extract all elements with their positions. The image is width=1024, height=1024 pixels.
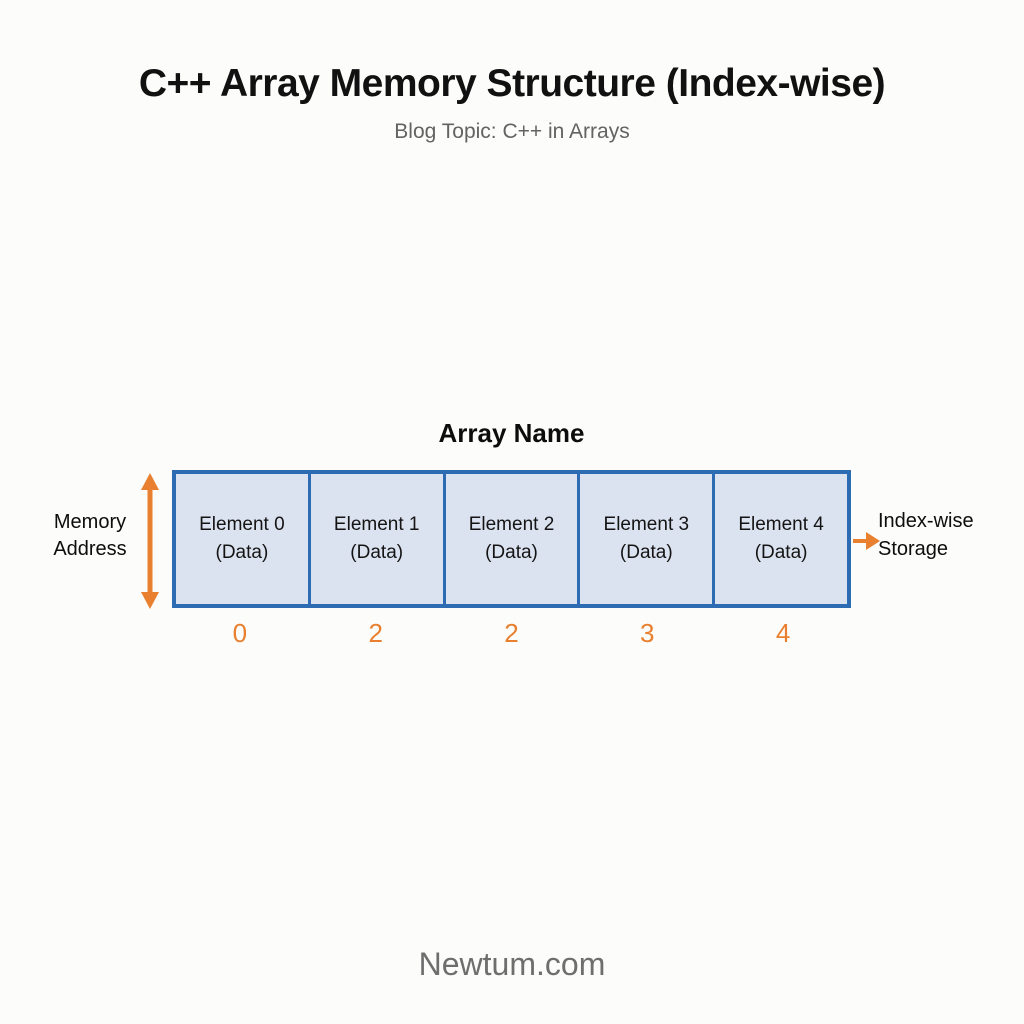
array-cell-1: Element 1 (Data) (307, 474, 443, 604)
cell-sub: (Data) (485, 542, 538, 563)
cell-sub: (Data) (215, 542, 269, 563)
cell-name: Element 0 (199, 514, 285, 535)
array-cell-4: Element 4 (Data) (712, 474, 847, 604)
index-storage-line1: Index-wise (878, 510, 974, 532)
array-cell-3: Element 3 (Data) (577, 474, 713, 604)
index-label-1: 2 (368, 618, 383, 648)
memory-address-label: Memory Address (40, 509, 140, 563)
cell-sub: (Data) (619, 542, 673, 563)
index-label-0: 0 (232, 618, 248, 648)
cell-name: Element 3 (603, 514, 690, 535)
array-box: Element 0 (Data) Element 1 (Data) Elemen… (172, 470, 851, 608)
cell-name: Element 2 (468, 514, 555, 535)
index-label-3: 3 (640, 618, 655, 648)
cell-name: Element 4 (738, 514, 824, 535)
array-cell-2: Element 2 (Data) (442, 474, 578, 604)
page-subtitle: Blog Topic: C++ in Arrays (394, 120, 630, 143)
array-cell-0: Element 0 (Data) (176, 474, 308, 604)
cell-sub: (Data) (754, 542, 808, 563)
cell-name: Element 1 (333, 514, 420, 535)
vertical-double-arrow-icon (141, 473, 159, 609)
memory-address-line1: Memory (53, 511, 127, 533)
index-storage-label: Index-wise Storage (878, 508, 998, 563)
page-title: C++ Array Memory Structure (Index-wise) (138, 62, 886, 105)
cell-sub: (Data) (350, 542, 404, 563)
index-storage-line2: Storage (878, 537, 949, 560)
array-name-label: Array Name (438, 418, 585, 448)
index-row: 0 2 2 3 4 (172, 618, 851, 649)
footer-brand: Newtum.com (418, 946, 606, 982)
index-label-2: 2 (504, 618, 519, 648)
right-arrow-icon (853, 532, 880, 550)
memory-address-line2: Address (53, 538, 127, 560)
index-label-4: 4 (775, 618, 791, 648)
